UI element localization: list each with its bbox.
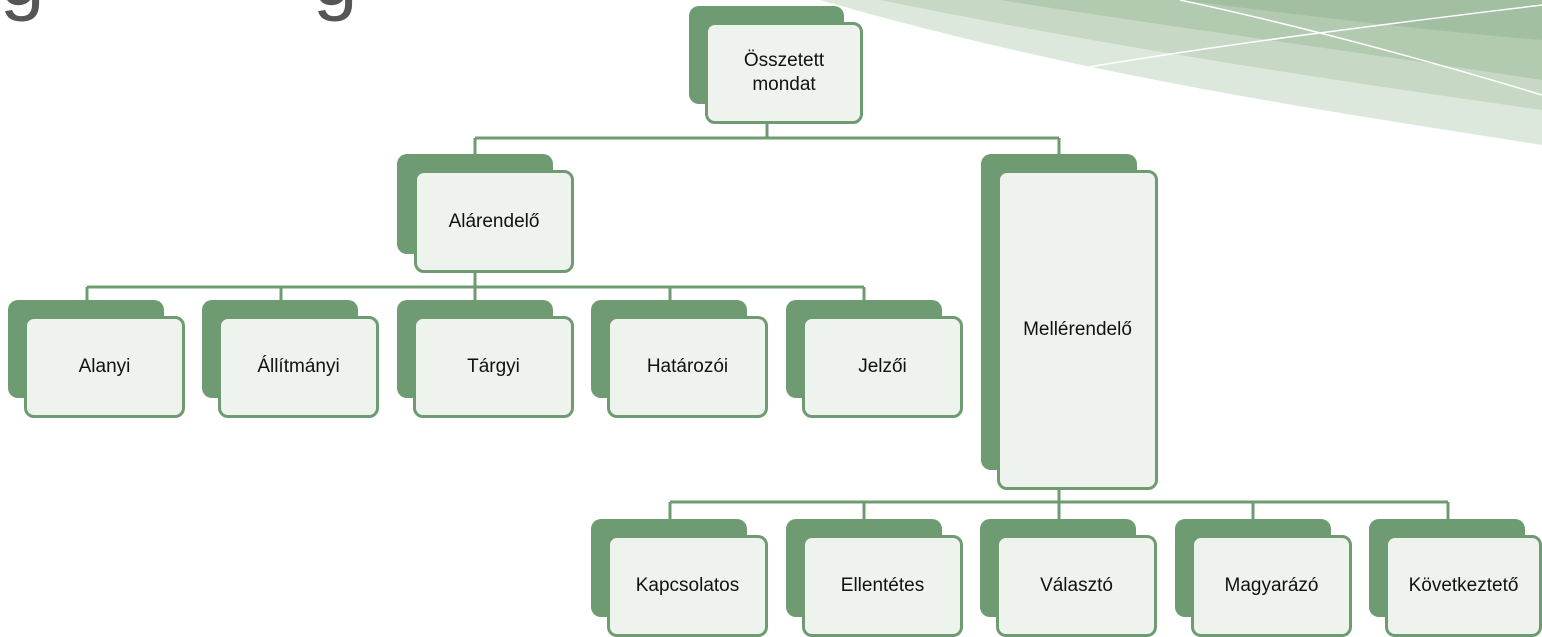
node-mellerendelo-label: Mellérendelő <box>997 170 1158 490</box>
node-allitmanyi: Állítmányi <box>202 300 379 418</box>
node-root-label: Összetett mondat <box>705 22 863 124</box>
node-valaszto-label: Választó <box>996 535 1157 637</box>
node-kapcsolatos-label: Kapcsolatos <box>607 535 768 637</box>
node-hatarozoi-label: Határozói <box>607 316 768 418</box>
node-jelzoi: Jelzői <box>786 300 963 418</box>
node-allitmanyi-label: Állítmányi <box>218 316 379 418</box>
node-ellentetes-label: Ellentétes <box>802 535 963 637</box>
slide-title: g g <box>0 0 359 18</box>
node-root: Összetett mondat <box>689 6 863 124</box>
node-alarendelo: Alárendelő <box>397 154 574 273</box>
node-ellentetes: Ellentétes <box>786 519 963 637</box>
node-alanyi: Alanyi <box>8 300 185 418</box>
node-kovetkezteto: Következtető <box>1369 519 1542 637</box>
node-jelzoi-label: Jelzői <box>802 316 963 418</box>
node-mellerendelo: Mellérendelő <box>981 154 1158 490</box>
node-targyi-label: Tárgyi <box>413 316 574 418</box>
node-magyarazo: Magyarázó <box>1175 519 1352 637</box>
node-hatarozoi: Határozói <box>591 300 768 418</box>
node-alanyi-label: Alanyi <box>24 316 185 418</box>
node-targyi: Tárgyi <box>397 300 574 418</box>
node-kapcsolatos: Kapcsolatos <box>591 519 768 637</box>
node-alarendelo-label: Alárendelő <box>414 170 574 273</box>
node-valaszto: Választó <box>980 519 1157 637</box>
node-magyarazo-label: Magyarázó <box>1191 535 1352 637</box>
node-kovetkezteto-label: Következtető <box>1385 535 1542 637</box>
